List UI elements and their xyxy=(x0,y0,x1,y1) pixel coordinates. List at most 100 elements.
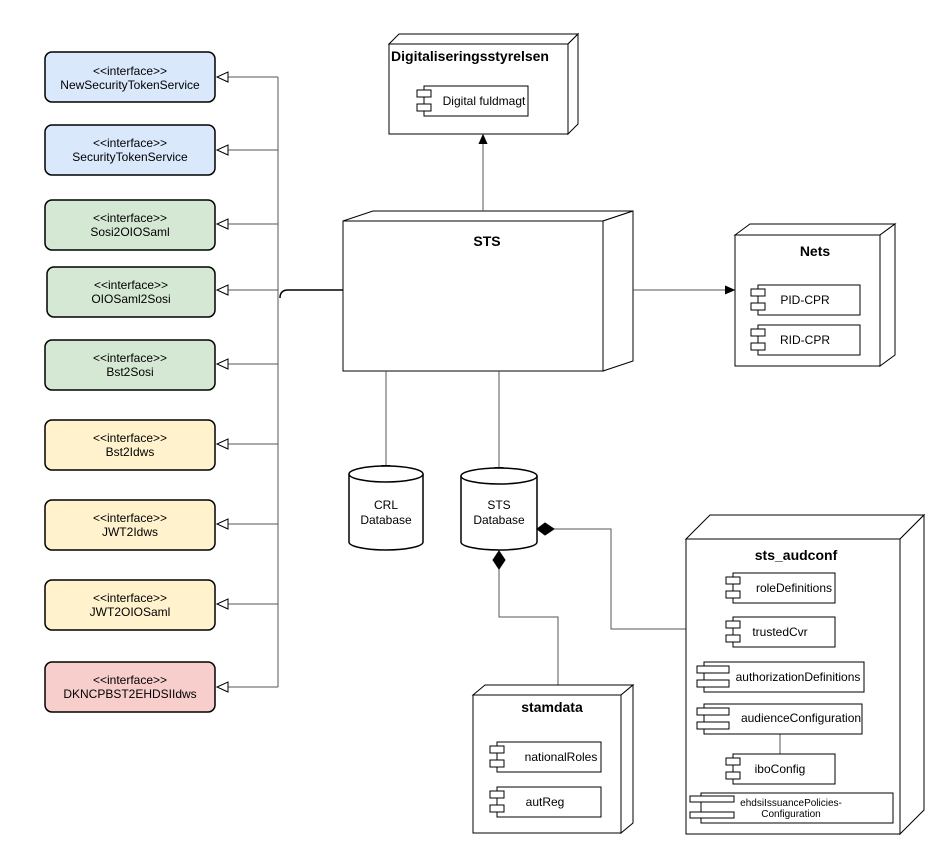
node-stamdata: stamdata nationalRoles autReg xyxy=(471,683,635,835)
component-icon xyxy=(489,745,505,754)
component-icon xyxy=(689,795,735,803)
component-box xyxy=(732,616,836,648)
component-label: autReg xyxy=(526,795,565,809)
interface-dkncpbst2ehdsiidws: <<interface>> DKNCPBST2EHDSIIdws xyxy=(44,661,216,713)
component-icon xyxy=(725,620,741,629)
component-box xyxy=(757,284,861,316)
component-icon xyxy=(725,590,741,599)
component-authorizationdefinitions: authorizationDefinitions xyxy=(696,661,865,693)
database-top xyxy=(460,467,538,485)
node-title: sts_audconf xyxy=(755,547,838,563)
connector-sts-to-trunk xyxy=(279,289,343,299)
interface-stereotype: <<interface>> xyxy=(93,136,167,150)
node-side xyxy=(879,223,896,367)
component-icon xyxy=(696,679,730,688)
interface-sosi2oiosaml: <<interface>> Sosi2OIOSaml xyxy=(44,199,216,251)
interface-box xyxy=(44,339,216,391)
database-label-line2: Database xyxy=(360,513,412,527)
node-sts: STS xyxy=(342,210,634,372)
interface-newsecuritytokenservice: <<interface>> NewSecurityTokenService xyxy=(44,51,216,103)
interface-oiosaml2sosi: <<interface>> OIOSaml2Sosi xyxy=(46,266,216,318)
component-icon xyxy=(489,790,505,799)
node-depth xyxy=(684,514,926,540)
component-icon xyxy=(725,771,741,780)
component-icon xyxy=(696,721,730,730)
component-box xyxy=(496,786,602,818)
component-icon xyxy=(696,665,730,674)
interface-stereotype: <<interface>> xyxy=(93,351,167,365)
component-digital-fuldmagt: Digital fuldmagt xyxy=(416,85,529,117)
interface-box xyxy=(44,51,216,103)
component-label-line2: Configuration xyxy=(761,809,820,820)
component-icon xyxy=(416,103,432,112)
component-box xyxy=(703,661,865,693)
component-box xyxy=(757,324,861,356)
composition-connectors xyxy=(492,522,686,685)
component-icon xyxy=(689,811,735,819)
interface-stereotype: <<interface>> xyxy=(93,211,167,225)
component-icon xyxy=(489,759,505,768)
component-pid-cpr: PID-CPR xyxy=(750,284,861,316)
interface-box xyxy=(44,419,216,471)
component-icon xyxy=(725,757,741,766)
interface-name: Bst2Idws xyxy=(106,445,155,459)
component-icon xyxy=(750,302,766,311)
component-label: RID-CPR xyxy=(780,333,830,347)
component-label: authorizationDefinitions xyxy=(736,670,861,684)
node-depth xyxy=(342,210,634,222)
component-rid-cpr: RID-CPR xyxy=(750,324,861,356)
node-title: Nets xyxy=(800,243,831,259)
component-box xyxy=(732,572,836,604)
interface-box xyxy=(44,499,216,551)
sts-arrows xyxy=(386,136,733,475)
node-side xyxy=(567,32,579,136)
interface-box xyxy=(44,579,216,631)
component-roledefinitions: roleDefinitions xyxy=(725,572,836,604)
interface-name: SecurityTokenService xyxy=(72,150,188,164)
connector-stamdata-to-sts-db xyxy=(498,567,559,685)
node-side xyxy=(602,210,634,372)
interface-bst2idws: <<interface>> Bst2Idws xyxy=(44,419,216,471)
component-label: Digital fuldmagt xyxy=(443,94,526,108)
database-top xyxy=(348,465,424,483)
node-depth xyxy=(387,33,580,45)
node-side xyxy=(899,513,925,836)
interface-box xyxy=(44,199,216,251)
database-crl: CRL Database xyxy=(348,465,424,551)
node-side xyxy=(620,683,634,835)
component-label-line1: ehdsiIssuancePolicies- xyxy=(740,798,842,809)
interface-name: JWT2OIOSaml xyxy=(90,605,171,619)
database-label-line2: Database xyxy=(473,513,525,527)
component-label: PID-CPR xyxy=(780,293,830,307)
component-audienceconfiguration: audienceConfiguration xyxy=(696,703,863,735)
component-icon xyxy=(696,707,730,716)
interface-box xyxy=(44,124,216,176)
component-nationalroles: nationalRoles xyxy=(489,741,602,773)
component-box xyxy=(732,753,836,785)
database-body xyxy=(348,474,424,551)
component-icon xyxy=(750,288,766,297)
component-label: nationalRoles xyxy=(525,750,598,764)
composition-diamond-audconf xyxy=(536,522,555,536)
component-icon xyxy=(725,576,741,585)
node-title: STS xyxy=(473,233,500,249)
component-iboconfig: iboConfig xyxy=(725,753,836,785)
component-icon xyxy=(750,342,766,351)
node-sts-audconf: sts_audconf roleDefinitions trustedCvr a… xyxy=(684,513,926,836)
component-icon xyxy=(489,804,505,813)
interface-stereotype: <<interface>> xyxy=(93,511,167,525)
node-face xyxy=(342,220,604,372)
node-digitaliseringsstyrelsen: Digitaliseringsstyrelsen Digital fuldmag… xyxy=(387,32,580,136)
database-label-line1: STS xyxy=(487,498,510,512)
component-label: audienceConfiguration xyxy=(741,711,861,725)
interface-name: DKNCPBST2EHDSIIdws xyxy=(63,687,196,701)
interface-connectors xyxy=(215,71,343,693)
component-label: roleDefinitions xyxy=(756,581,832,595)
interface-name: Sosi2OIOSaml xyxy=(90,225,169,239)
component-label: trustedCvr xyxy=(752,625,807,639)
connector-audconf-to-sts-db xyxy=(554,528,686,630)
component-icon xyxy=(416,89,432,98)
interface-jwt2idws: <<interface>> JWT2Idws xyxy=(44,499,216,551)
composition-diamond-stamdata xyxy=(492,550,506,570)
interface-jwt2oiosaml: <<interface>> JWT2OIOSaml xyxy=(44,579,216,631)
